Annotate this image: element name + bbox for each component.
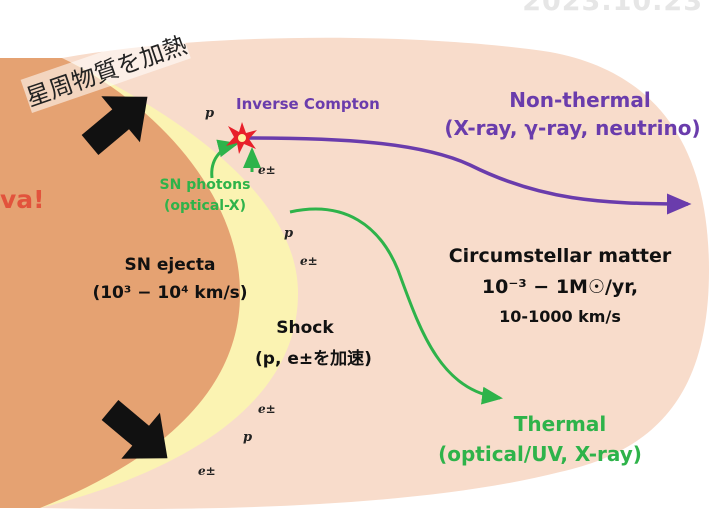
expansion-arrow-bottom <box>101 400 168 459</box>
particle-label: e± <box>300 254 318 268</box>
nonthermal-arrow <box>247 136 692 215</box>
thermal-subtitle: (optical/UV, X-ray) <box>438 442 642 466</box>
date-fragment: 2023.10.23 <box>522 0 703 17</box>
sn-photons-label: SN photons <box>159 177 251 193</box>
particle-label: p <box>205 106 215 121</box>
nonthermal-subtitle: (X-ray, γ-ray, neutrino) <box>444 116 701 140</box>
shock-label: Shock <box>276 318 334 338</box>
shock-note: (p, e±を加速) <box>255 349 372 369</box>
inverse-compton-star <box>226 122 257 154</box>
sn-photons-arrow <box>210 139 239 179</box>
particle-label: p <box>284 226 294 241</box>
sn-ejecta-region <box>0 58 241 508</box>
expansion-arrow-top <box>81 96 148 155</box>
sn-ejecta-label: SN ejecta <box>124 255 216 275</box>
csm-mass-loss: 10⁻³ − 1M☉/yr, <box>481 276 639 298</box>
particle-label: p <box>243 430 253 445</box>
particle-label: e± <box>258 163 276 177</box>
csm-label: Circumstellar matter <box>448 245 672 267</box>
title-fragment: va! <box>0 185 45 214</box>
thermal-arrow <box>289 207 503 405</box>
nonthermal-title: Non-thermal <box>509 88 651 112</box>
sn-ejecta-velocity: (10³ − 10⁴ km/s) <box>92 283 248 303</box>
thermal-title: Thermal <box>513 412 607 436</box>
inverse-compton-label: Inverse Compton <box>236 95 380 113</box>
sn-photons-range: (optical-X) <box>164 198 246 214</box>
particle-label: e± <box>198 464 216 478</box>
particle-label: e± <box>258 402 276 416</box>
csm-velocity: 10-1000 km/s <box>499 307 621 326</box>
